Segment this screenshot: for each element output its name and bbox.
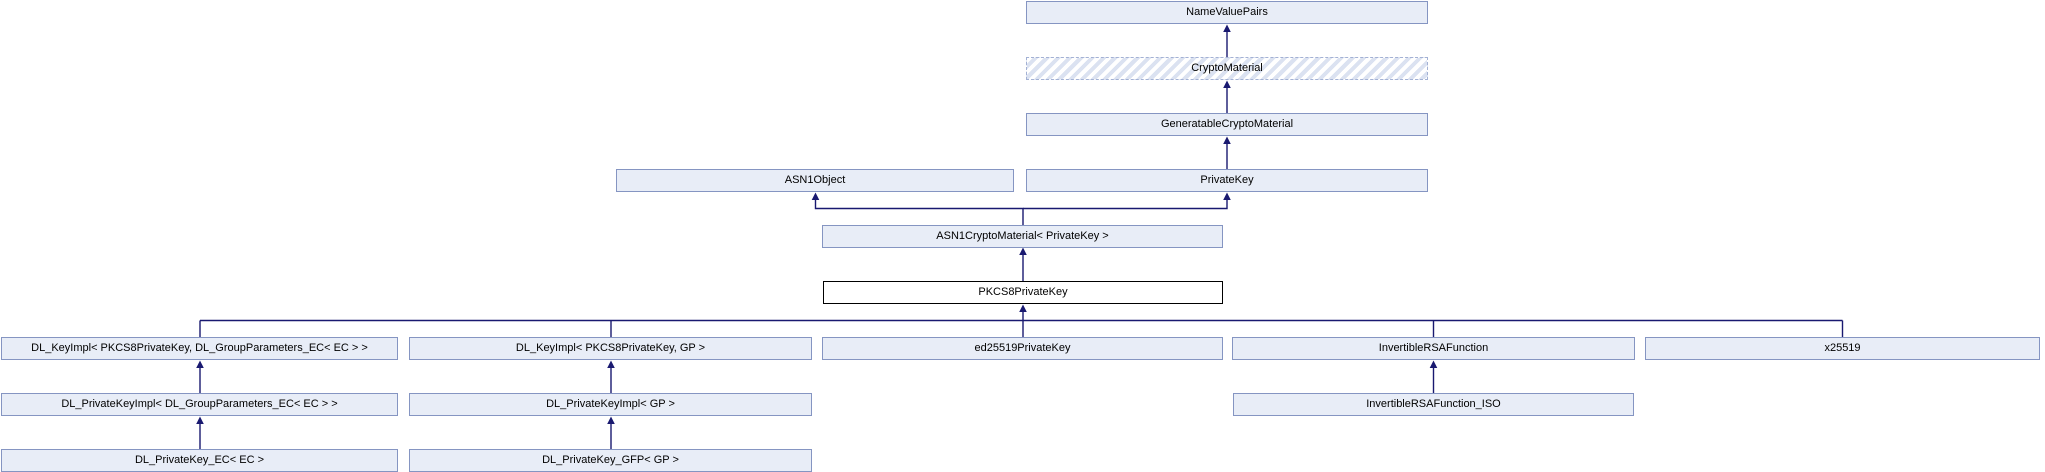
edge-generatablecryptomaterial-to-cryptomaterial [1223,80,1231,113]
node-dl-keyimpl-gp[interactable]: DL_KeyImpl< PKCS8PrivateKey, GP > [409,337,812,360]
node-dl-keyimpl-groupparameters-ec[interactable]: DL_KeyImpl< PKCS8PrivateKey, DL_GroupPar… [1,337,398,360]
node-pkcs8privatekey: PKCS8PrivateKey [823,281,1223,304]
node-ed25519privatekey[interactable]: ed25519PrivateKey [822,337,1223,360]
node-invertiblersafunction[interactable]: InvertibleRSAFunction [1232,337,1635,360]
node-dl-privatekey-ec[interactable]: DL_PrivateKey_EC< EC > [1,449,398,472]
edge-asn1cryptomaterial-to-asn1object [811,192,1024,225]
edge-cryptomaterial-to-namevaluepairs [1223,24,1231,57]
node-x25519[interactable]: x25519 [1645,337,2040,360]
edge-privatekey-to-generatablecryptomaterial [1223,136,1231,169]
edge-dlprivatekeyimplec-to-dlkeyimplec [196,360,204,393]
edge-dlprivatekeyec-to-dlprivatekeyimplec [196,416,204,449]
edge-asn1cryptomaterial-to-privatekey [1023,192,1231,210]
node-asn1cryptomaterial-privatekey[interactable]: ASN1CryptoMaterial< PrivateKey > [822,225,1223,248]
edge-children-to-pkcs8privatekey [199,304,1844,337]
node-invertiblersafunction-iso[interactable]: InvertibleRSAFunction_ISO [1233,393,1634,416]
node-dl-privatekeyimpl-gp[interactable]: DL_PrivateKeyImpl< GP > [409,393,812,416]
node-cryptomaterial[interactable]: CryptoMaterial [1026,57,1428,80]
edge-invertiblersafunctioniso-to-invertiblersafunction [1429,360,1438,393]
node-dl-privatekeyimpl-groupparameters-ec[interactable]: DL_PrivateKeyImpl< DL_GroupParameters_EC… [1,393,398,416]
edge-pkcs8privatekey-to-asn1cryptomaterial [1019,247,1027,281]
node-dl-privatekey-gfp[interactable]: DL_PrivateKey_GFP< GP > [409,449,812,472]
edge-dlprivatekeygfp-to-dlprivatekeyimplgp [607,416,615,449]
node-privatekey[interactable]: PrivateKey [1026,169,1428,192]
node-generatablecryptomaterial[interactable]: GeneratableCryptoMaterial [1026,113,1428,136]
node-asn1object[interactable]: ASN1Object [616,169,1014,192]
node-namevaluepairs[interactable]: NameValuePairs [1026,1,1428,24]
edge-dlprivatekeyimplgp-to-dlkeyimplgp [607,360,615,393]
